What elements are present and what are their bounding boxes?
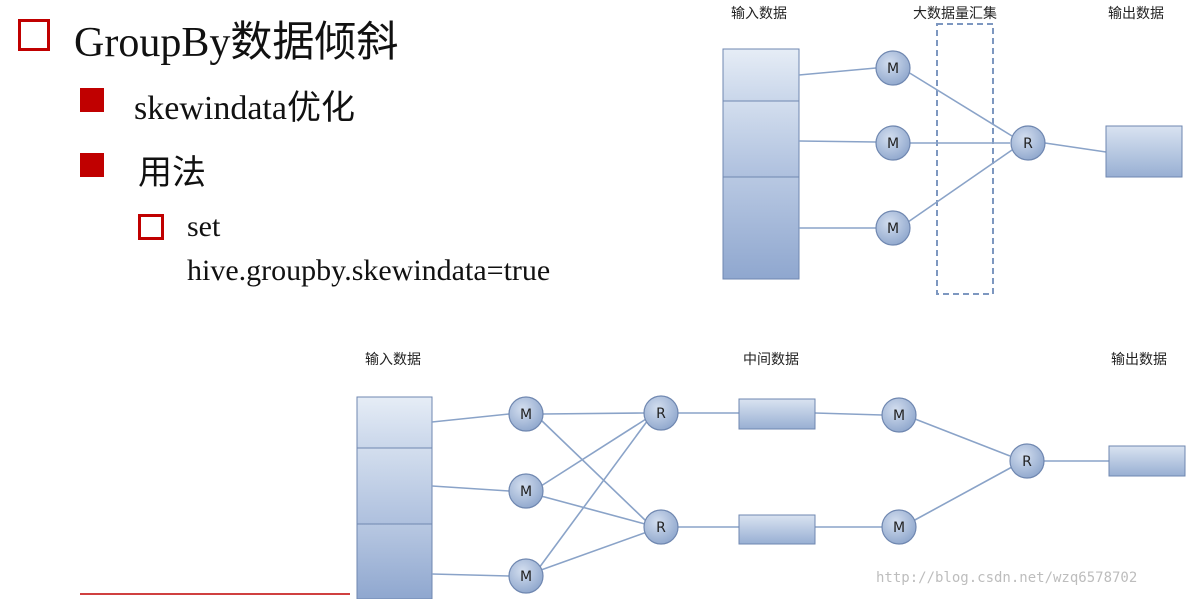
- top-reduce-node: R: [1010, 125, 1046, 161]
- bottom-final-reduce-node: R: [1009, 443, 1045, 479]
- bottom-edge: [540, 531, 648, 571]
- bottom-map-node: M: [508, 558, 544, 594]
- top-map-node: M: [875, 125, 911, 161]
- svg-text:M: M: [887, 221, 899, 237]
- top-edge: [798, 67, 877, 76]
- bottom-map-node: M: [881, 509, 917, 545]
- bottom-map-node: M: [508, 473, 544, 509]
- bullet-square-icon: [80, 88, 104, 112]
- bottom-edge: [540, 495, 646, 525]
- top-input-block-3: [722, 176, 800, 280]
- svg-text:M: M: [887, 136, 899, 152]
- bottom-edge: [431, 485, 510, 492]
- top-input-block-1: [722, 48, 800, 102]
- bullet-square-icon: [80, 153, 104, 177]
- svg-text:R: R: [656, 520, 666, 536]
- bottom-edge: [542, 412, 645, 415]
- top-map-node: M: [875, 50, 911, 86]
- bottom-output-label: 输出数据: [1111, 352, 1167, 368]
- top-input-block-2: [722, 100, 800, 178]
- bottom-edge: [540, 418, 647, 487]
- svg-text:R: R: [1022, 454, 1032, 470]
- top-edge: [907, 149, 1013, 223]
- top-edge: [907, 71, 1013, 137]
- bottom-middle-block: [738, 514, 816, 545]
- title-bullet-icon: [18, 19, 50, 51]
- svg-text:M: M: [520, 569, 532, 585]
- bottom-edge: [431, 413, 510, 423]
- slide-title: GroupBy数据倾斜: [74, 20, 399, 66]
- svg-text:M: M: [520, 407, 532, 423]
- bottom-edge: [814, 412, 883, 416]
- bottom-input-block-2: [356, 447, 433, 525]
- top-aggregate-box: [936, 23, 994, 295]
- bottom-reduce-node: R: [643, 395, 679, 431]
- bottom-edge: [912, 466, 1013, 522]
- sub-bullet-icon: [138, 214, 164, 240]
- bottom-diagram: M M M R R M M: [356, 395, 1186, 599]
- bottom-edge: [431, 573, 510, 577]
- bottom-middle-label: 中间数据: [743, 352, 799, 368]
- svg-text:M: M: [893, 408, 905, 424]
- sub-bullet-text: set hive.groupby.skewindata=true: [187, 205, 550, 293]
- top-input-label: 输入数据: [731, 6, 787, 22]
- top-edge: [798, 140, 877, 143]
- bottom-input-block-3: [356, 523, 433, 599]
- bottom-edge: [540, 419, 647, 522]
- top-output-block: [1105, 125, 1183, 178]
- bottom-reduce-node: R: [643, 509, 679, 545]
- top-output-label: 输出数据: [1108, 6, 1164, 22]
- bottom-map-node: M: [881, 397, 917, 433]
- bullet-usage: 用法: [138, 155, 206, 192]
- sub-bullet-line2: hive.groupby.skewindata=true: [187, 254, 551, 287]
- bottom-edge: [538, 419, 649, 569]
- bottom-middle-block: [738, 398, 816, 430]
- top-aggregate-label: 大数据量汇集: [913, 6, 997, 22]
- svg-text:R: R: [656, 406, 666, 422]
- sub-bullet-line1: set: [187, 210, 221, 243]
- top-map-node: M: [875, 210, 911, 246]
- svg-text:R: R: [1023, 136, 1033, 152]
- bottom-input-label: 输入数据: [365, 352, 421, 368]
- svg-text:M: M: [520, 484, 532, 500]
- svg-text:M: M: [887, 61, 899, 77]
- svg-text:M: M: [893, 520, 905, 536]
- bottom-output-block: [1108, 445, 1186, 477]
- top-edge: [1044, 142, 1107, 153]
- bottom-edge: [914, 418, 1011, 457]
- bottom-map-node: M: [508, 396, 544, 432]
- bullet-skewindata: skewindata优化: [134, 90, 355, 127]
- bottom-input-block-1: [356, 396, 433, 449]
- top-diagram: M M M R: [722, 23, 1183, 295]
- watermark: http://blog.csdn.net/wzq6578702: [876, 570, 1138, 586]
